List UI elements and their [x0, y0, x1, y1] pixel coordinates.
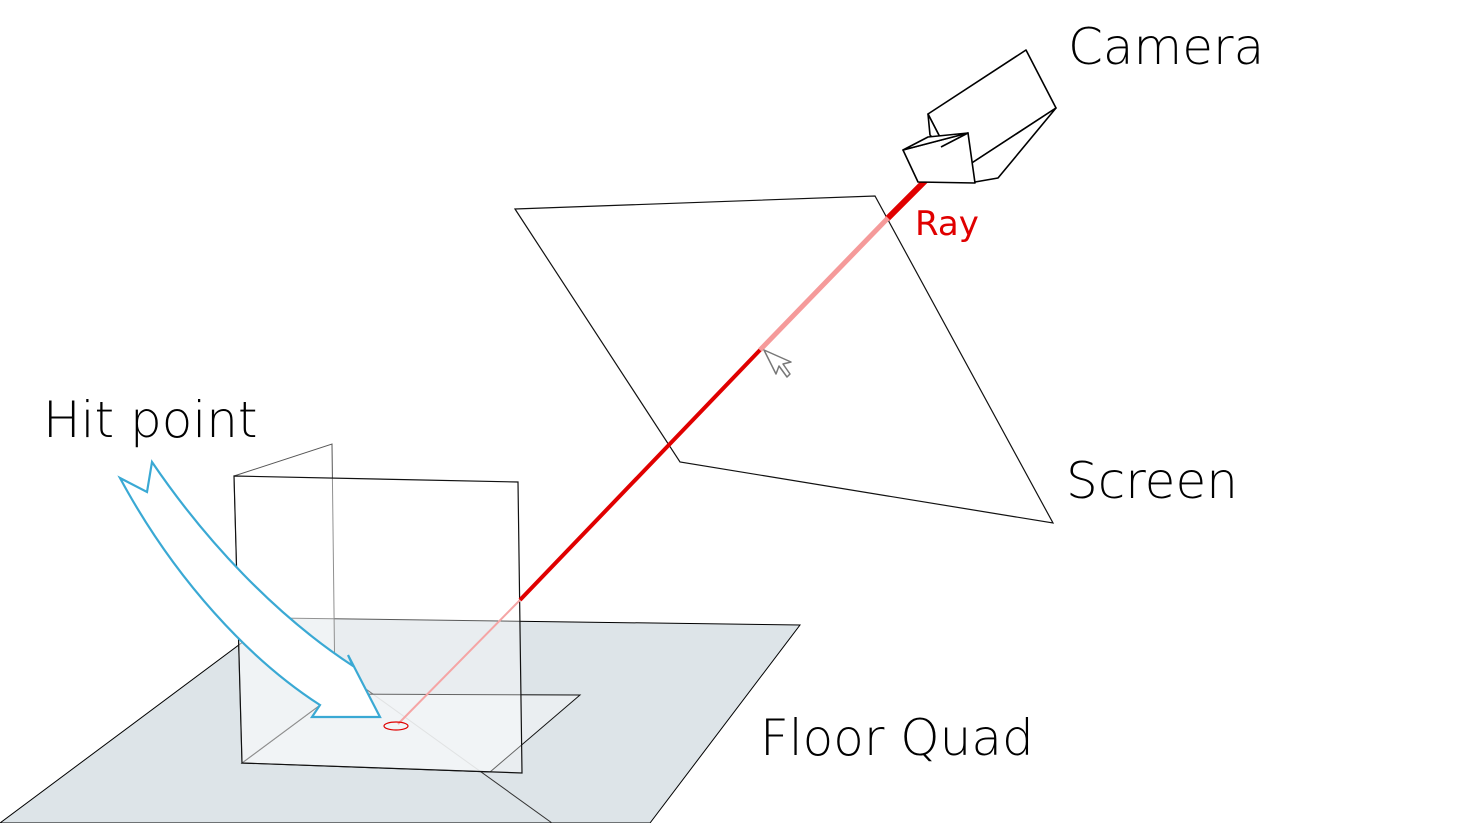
ray-segment-solid [518, 348, 762, 602]
screen-label: Screen [1066, 452, 1238, 510]
ray-segment-faded-lower [397, 599, 521, 725]
mouse-cursor-icon [763, 349, 792, 378]
curved-arrow-icon [117, 459, 382, 719]
ray-label: Ray [915, 204, 979, 244]
screen-plane [513, 195, 1055, 524]
hit-point-label: Hit point [43, 391, 258, 449]
camera-icon [902, 49, 1057, 184]
ray-segment-faded-upper [758, 216, 890, 352]
hit-point-marker [383, 721, 409, 731]
floor-quad-label: Floor Quad [760, 709, 1034, 767]
camera-label: Camera [1068, 18, 1264, 76]
front-vertical-plane [233, 475, 523, 774]
